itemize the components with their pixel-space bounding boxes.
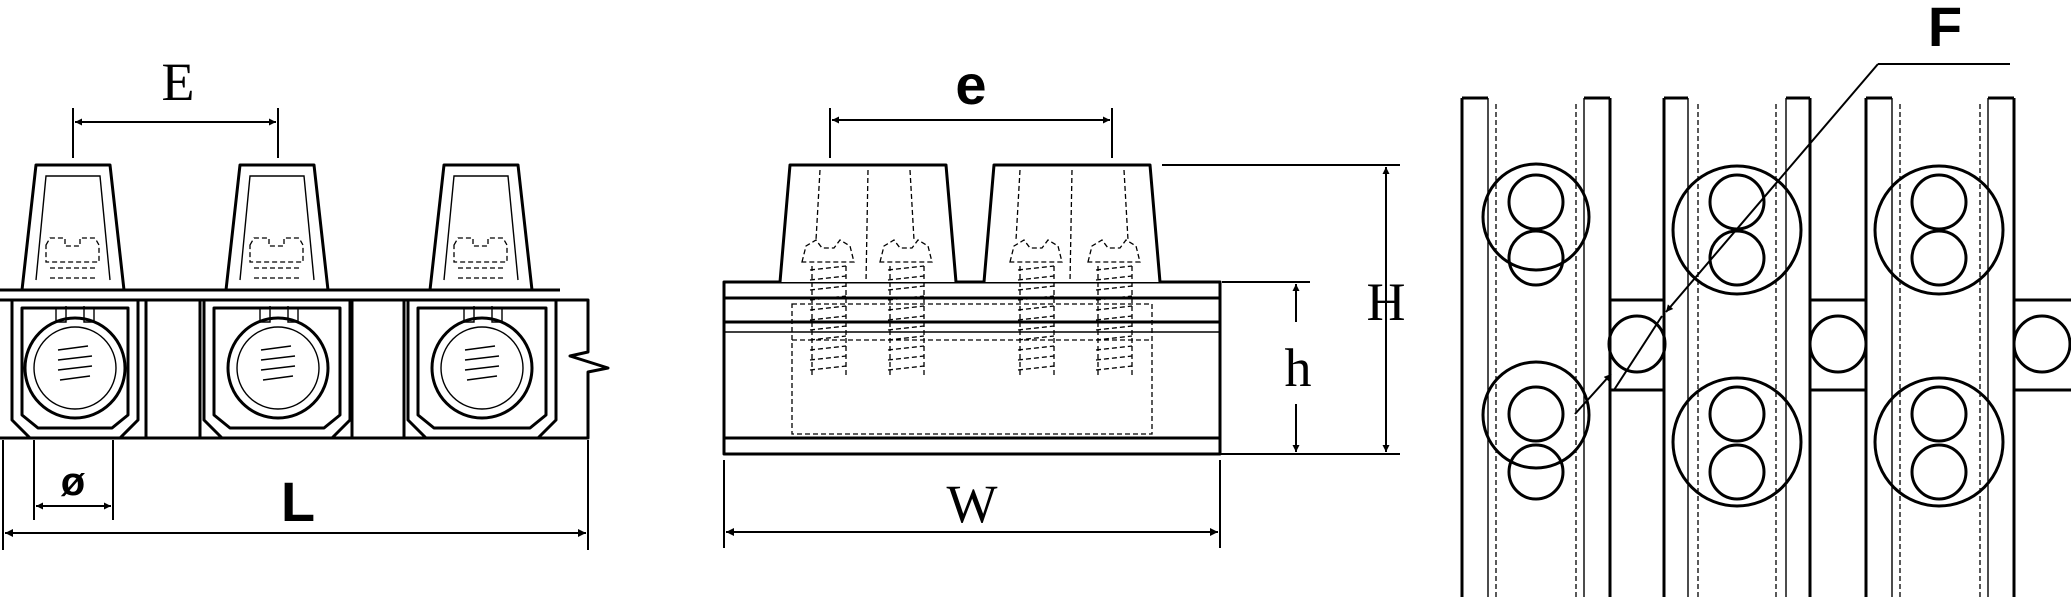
mounting-hole-3 xyxy=(2012,314,2071,374)
side-screw-2 xyxy=(879,239,933,376)
top-block-1 xyxy=(1460,96,1612,597)
terminal-pocket-3 xyxy=(406,298,558,440)
label-H: H xyxy=(1367,272,1406,332)
label-L: L xyxy=(281,470,315,533)
front-view-body xyxy=(0,298,610,440)
side-screw-3 xyxy=(1009,239,1063,376)
top-bridge-1 xyxy=(1610,298,1664,392)
label-F: F xyxy=(1928,0,1962,58)
terminal-pocket-2 xyxy=(202,298,352,440)
side-view: e W H h xyxy=(722,53,1406,548)
top-block-3 xyxy=(1864,96,2016,597)
mounting-hole-1 xyxy=(1607,314,1667,374)
front-view: E ø L xyxy=(0,52,610,550)
side-screw-1 xyxy=(801,239,855,376)
side-view-body xyxy=(722,280,1222,456)
top-bridge-3 xyxy=(2014,298,2071,392)
screw-tower-2 xyxy=(224,163,330,291)
dimension-F-leader xyxy=(1665,63,1879,313)
terminal-pocket-1 xyxy=(10,298,140,440)
dimension-F-leader-lower xyxy=(1574,373,1612,415)
top-view: F xyxy=(1460,0,2071,597)
mounting-hole-2 xyxy=(1808,314,1868,374)
label-W: W xyxy=(947,474,998,534)
top-block-2 xyxy=(1662,96,1812,597)
side-cap-right xyxy=(982,163,1162,283)
side-screw-4 xyxy=(1087,239,1141,376)
label-E: E xyxy=(162,52,195,112)
label-e: e xyxy=(955,53,986,116)
screw-tower-1 xyxy=(20,163,126,291)
label-diameter: ø xyxy=(61,460,86,504)
label-h: h xyxy=(1285,338,1312,398)
top-bridge-2 xyxy=(1810,298,1866,392)
screw-tower-3 xyxy=(428,163,534,291)
